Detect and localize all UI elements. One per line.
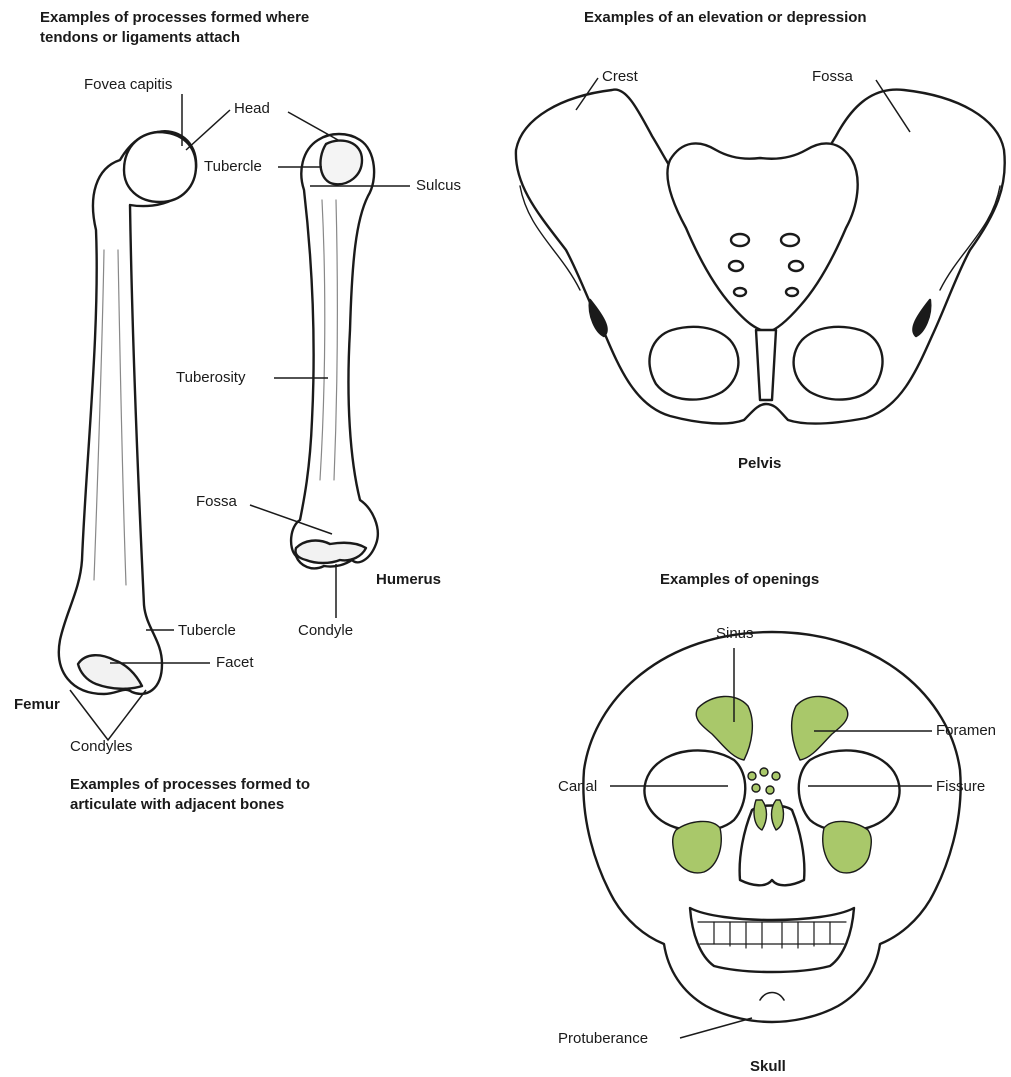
label-protuberance: Protuberance bbox=[558, 1030, 648, 1048]
label-sulcus: Sulcus bbox=[416, 177, 461, 195]
label-tubercle-humerus: Tubercle bbox=[204, 158, 262, 176]
heading-tendon-processes-line1: Examples of processes formed where bbox=[40, 8, 309, 27]
label-fissure: Fissure bbox=[936, 778, 985, 796]
label-canal: Canal bbox=[558, 778, 597, 796]
leader-condyles bbox=[70, 690, 146, 740]
leader-protuberance bbox=[680, 1018, 752, 1038]
skull-drawing bbox=[583, 632, 960, 1022]
bone-name-humerus: Humerus bbox=[376, 570, 441, 589]
pelvis-drawing bbox=[516, 90, 1005, 424]
heading-openings: Examples of openings bbox=[660, 570, 819, 589]
label-foramen: Foramen bbox=[936, 722, 996, 740]
leader-head-femur bbox=[186, 110, 230, 150]
label-head: Head bbox=[234, 100, 270, 118]
leader-head-humerus bbox=[288, 112, 338, 140]
heading-articulation-processes-line1: Examples of processes formed to bbox=[70, 775, 310, 794]
heading-articulation-processes-line2: articulate with adjacent bones bbox=[70, 795, 284, 814]
label-condyle: Condyle bbox=[298, 622, 353, 640]
label-crest: Crest bbox=[602, 68, 638, 86]
label-facet: Facet bbox=[216, 654, 254, 672]
bone-name-pelvis: Pelvis bbox=[738, 454, 781, 473]
femur-drawing bbox=[59, 131, 196, 694]
heading-tendon-processes-line2: tendons or ligaments attach bbox=[40, 28, 240, 47]
label-tuberosity: Tuberosity bbox=[176, 369, 245, 387]
label-condyles: Condyles bbox=[70, 738, 133, 756]
label-fossa-humerus: Fossa bbox=[196, 493, 237, 511]
bone-name-femur: Femur bbox=[14, 695, 60, 714]
label-tubercle-femur: Tubercle bbox=[178, 622, 236, 640]
label-fovea-capitis: Fovea capitis bbox=[84, 76, 172, 94]
label-sinus: Sinus bbox=[716, 625, 754, 643]
label-fossa-pelvis: Fossa bbox=[812, 68, 853, 86]
humerus-drawing bbox=[291, 134, 378, 568]
bone-name-skull: Skull bbox=[750, 1057, 786, 1076]
heading-elevation-depression: Examples of an elevation or depression bbox=[584, 8, 867, 27]
